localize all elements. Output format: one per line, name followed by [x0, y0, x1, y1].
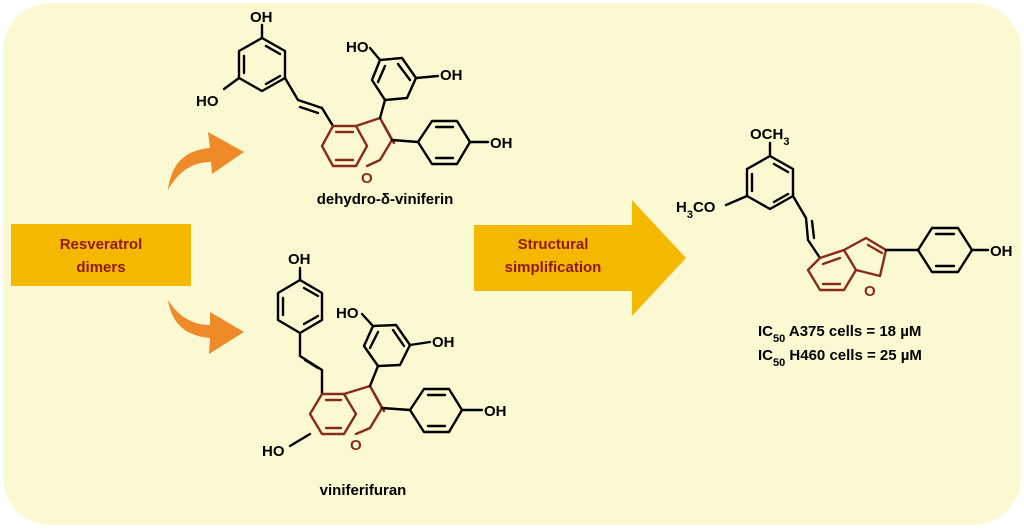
top-ho-1: HO [196, 93, 219, 110]
ic50-line-2: IC50 H460 cells = 25 µM [758, 347, 922, 369]
curved-arrow-down-icon [168, 300, 244, 354]
top-oh-2: OH [440, 67, 463, 84]
right-h3co-suffix: CO [693, 199, 716, 216]
structure-simplified-analogue [724, 141, 990, 292]
bottom-oh-3: OH [484, 403, 507, 420]
compound-name-top: dehydro-δ-viniferin [317, 191, 454, 208]
curved-arrow-up-icon [168, 132, 244, 190]
right-furan-o: O [864, 283, 876, 300]
bottom-furan-o: O [350, 437, 362, 454]
arrow-label-line2: simplification [505, 259, 602, 276]
top-ho-2: HO [346, 39, 369, 56]
box-label-line1: Resveratrol [60, 236, 143, 253]
structural-simplification-arrow: Structural simplification [474, 200, 686, 316]
ic50-2-rest: H460 cells = 25 µM [785, 347, 922, 364]
ic50-2-sub: 50 [773, 357, 785, 369]
bottom-oh-2: OH [432, 334, 455, 351]
ic50-1-rest: A375 cells = 18 µM [785, 323, 921, 340]
ic50-1-sub: 50 [773, 333, 785, 345]
bottom-ho-1: HO [336, 305, 359, 322]
ic50-line-1: IC50 A375 cells = 18 µM [758, 323, 921, 345]
top-oh-3: OH [490, 135, 513, 152]
structure-dehydro-delta-viniferin [222, 23, 490, 168]
top-oh-1: OH [250, 9, 273, 26]
top-furan-o: O [361, 170, 373, 187]
right-h3co: H3CO [676, 199, 716, 221]
right-oh: OH [990, 243, 1013, 260]
compound-name-bottom: viniferifuran [320, 482, 407, 499]
ic50-1-label: IC [758, 323, 773, 340]
right-h3co-sub: 3 [687, 209, 693, 221]
right-och3: OCH3 [750, 126, 789, 148]
right-och3-prefix: OCH [750, 126, 783, 143]
arrow-label-line1: Structural [518, 236, 589, 253]
structure-viniferifuran [276, 266, 484, 448]
bottom-ho-2: HO [262, 443, 285, 460]
resveratrol-dimers-box: Resveratrol dimers [11, 224, 191, 286]
box-label-line2: dimers [76, 259, 125, 276]
ic50-2-label: IC [758, 347, 773, 364]
right-h3co-prefix: H [676, 199, 687, 216]
bottom-oh-1: OH [288, 251, 311, 268]
right-och3-sub: 3 [783, 136, 789, 148]
